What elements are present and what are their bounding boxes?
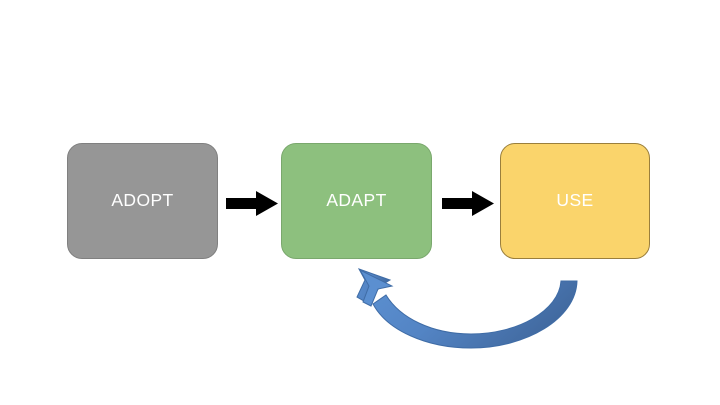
node-use-label: USE: [556, 190, 594, 211]
right-block-arrow-icon: [226, 191, 278, 216]
node-adopt[interactable]: ADOPT: [67, 143, 218, 259]
curved-feedback-arrow-icon: [356, 268, 578, 349]
node-adopt-label: ADOPT: [111, 190, 174, 211]
node-use[interactable]: USE: [500, 143, 650, 259]
node-adapt-label: ADAPT: [326, 190, 387, 211]
node-adapt[interactable]: ADAPT: [281, 143, 432, 259]
right-block-arrow-icon: [442, 191, 494, 216]
